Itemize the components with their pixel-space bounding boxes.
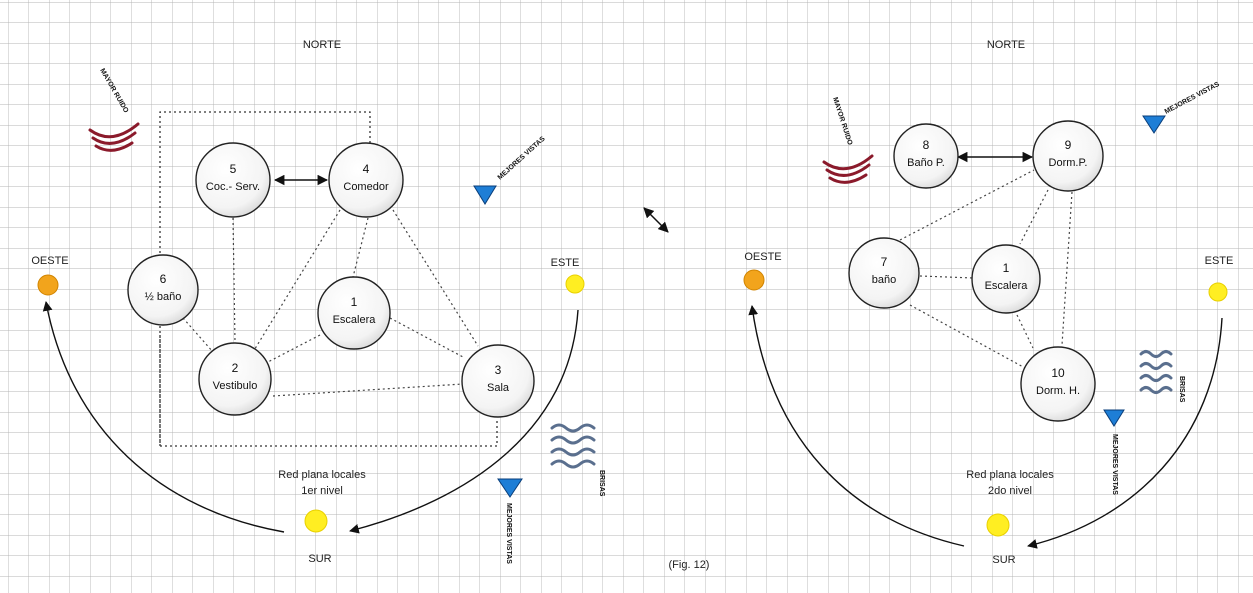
- node-7-number: 7: [881, 255, 888, 269]
- right-east-sun-icon: [1208, 282, 1228, 302]
- node-3-name: Sala: [487, 382, 510, 394]
- node-5-name: Coc.- Serv.: [206, 181, 260, 193]
- left-west-sun-icon: [37, 274, 59, 296]
- right-south-sun-icon: [986, 513, 1010, 537]
- left-north-label: NORTE: [303, 39, 341, 51]
- left-boundary: [159, 111, 498, 447]
- left-connections: [182, 209, 479, 397]
- right-views-top-icon: [1142, 115, 1166, 134]
- node-10-name: Dorm. H.: [1036, 385, 1080, 397]
- right-breeze-label: BRISAS: [1178, 376, 1185, 403]
- node-2-name: Vestibulo: [213, 380, 258, 392]
- left-east-to-south-arrow: [349, 309, 579, 534]
- center-double-arrow: [643, 207, 669, 233]
- node-1[interactable]: 1 Escalera: [317, 276, 391, 350]
- node-5[interactable]: 5 Coc.- Serv.: [195, 142, 271, 218]
- node-6-name: ½ baño: [145, 291, 182, 303]
- left-breeze-icon: [550, 423, 596, 469]
- right-caption-line2: 2do nivel: [988, 485, 1032, 497]
- node-1-number: 1: [351, 295, 358, 309]
- right-east-label: ESTE: [1205, 255, 1234, 267]
- left-noise-icon: [88, 122, 140, 152]
- node-1b[interactable]: 1 Escalera: [971, 244, 1041, 314]
- node-7-name: baño: [872, 274, 896, 286]
- right-south-label: SUR: [992, 554, 1015, 566]
- left-views-top-icon: [473, 185, 497, 205]
- node-4-name: Comedor: [343, 181, 389, 193]
- right-plan: 8 Baño P. 9 Dorm.P. 7 baño 1 Escalera 10…: [743, 39, 1234, 566]
- right-caption-line1: Red plana locales: [966, 469, 1054, 481]
- left-west-label: OESTE: [31, 255, 68, 267]
- left-south-sun-icon: [304, 509, 328, 533]
- node-9-number: 9: [1065, 138, 1072, 152]
- right-south-to-west-arrow: [748, 305, 965, 547]
- left-south-label: SUR: [308, 553, 331, 565]
- right-views-bottom-label: MEJORES VISTAS: [1111, 434, 1118, 495]
- left-views-bottom-icon: [497, 478, 523, 498]
- node-6-number: 6: [160, 272, 167, 286]
- node-4-number: 4: [363, 162, 370, 176]
- node-4[interactable]: 4 Comedor: [328, 142, 404, 218]
- node-9[interactable]: 9 Dorm.P.: [1032, 120, 1104, 192]
- right-east-to-south-arrow: [1027, 317, 1223, 549]
- node-6[interactable]: 6 ½ baño: [127, 254, 199, 326]
- right-views-bottom-icon: [1103, 409, 1125, 427]
- right-connections: [899, 169, 1073, 369]
- right-breeze-icon: [1139, 350, 1173, 394]
- right-noise-icon: [822, 154, 874, 184]
- left-south-to-west-arrow: [42, 301, 285, 533]
- node-8-number: 8: [923, 138, 930, 152]
- node-5-number: 5: [230, 162, 237, 176]
- left-east-sun-icon: [565, 274, 585, 294]
- node-8[interactable]: 8 Baño P.: [893, 123, 959, 189]
- node-10-number: 10: [1051, 366, 1065, 380]
- left-plan: 5 Coc.- Serv. 4 Comedor 6 ½ baño 1 Escal…: [31, 39, 605, 565]
- left-views-bottom-label: MEJORES VISTAS: [505, 503, 512, 564]
- node-8-name: Baño P.: [907, 157, 945, 169]
- node-2[interactable]: 2 Vestibulo: [198, 342, 272, 416]
- figure-label: (Fig. 12): [669, 559, 710, 571]
- right-west-sun-icon: [743, 269, 765, 291]
- node-3[interactable]: 3 Sala: [461, 344, 535, 418]
- node-2-number: 2: [232, 361, 239, 375]
- right-north-label: NORTE: [987, 39, 1025, 51]
- node-3-number: 3: [495, 363, 502, 377]
- node-1b-number: 1: [1003, 261, 1010, 275]
- node-7[interactable]: 7 baño: [848, 237, 920, 309]
- right-west-label: OESTE: [744, 251, 781, 263]
- left-breeze-label: BRISAS: [598, 470, 605, 497]
- left-caption-line1: Red plana locales: [278, 469, 366, 481]
- left-caption-line2: 1er nivel: [301, 485, 343, 497]
- node-9-name: Dorm.P.: [1049, 157, 1088, 169]
- left-east-label: ESTE: [551, 257, 580, 269]
- node-10[interactable]: 10 Dorm. H.: [1020, 346, 1096, 422]
- node-1-name: Escalera: [333, 314, 377, 326]
- node-1b-name: Escalera: [985, 280, 1029, 292]
